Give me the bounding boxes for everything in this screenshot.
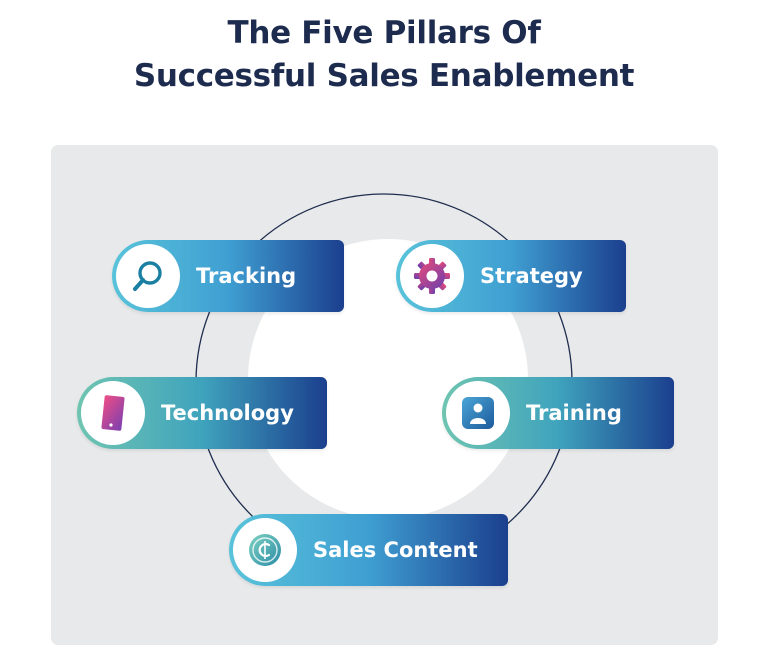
magnifier-icon bbox=[133, 261, 162, 291]
pillar-strategy: Strategy bbox=[396, 240, 626, 312]
title-line-1: The Five Pillars Of bbox=[227, 15, 541, 51]
coin-cent-icon bbox=[249, 534, 281, 566]
pillar-label: Technology bbox=[161, 401, 294, 425]
page-title: The Five Pillars Of Successful Sales Ena… bbox=[0, 12, 768, 98]
person-id-icon bbox=[462, 397, 494, 429]
mobile-phone-icon bbox=[101, 395, 125, 431]
icon-circle bbox=[81, 381, 145, 445]
pillar-training: Training bbox=[442, 377, 674, 449]
pillar-tracking: Tracking bbox=[112, 240, 344, 312]
pillar-label: Training bbox=[526, 401, 622, 425]
title-line-2: Successful Sales Enablement bbox=[133, 58, 635, 94]
pillar-label: Sales Content bbox=[313, 538, 478, 562]
gear-icon bbox=[414, 258, 450, 294]
pillar-sales-content: Sales Content bbox=[229, 514, 508, 586]
icon-circle bbox=[446, 381, 510, 445]
pillar-label: Strategy bbox=[480, 264, 583, 288]
pillar-technology: Technology bbox=[77, 377, 327, 449]
pillar-label: Tracking bbox=[196, 264, 297, 288]
icon-circle bbox=[233, 518, 297, 582]
icon-circle bbox=[400, 244, 464, 308]
icon-circle bbox=[116, 244, 180, 308]
